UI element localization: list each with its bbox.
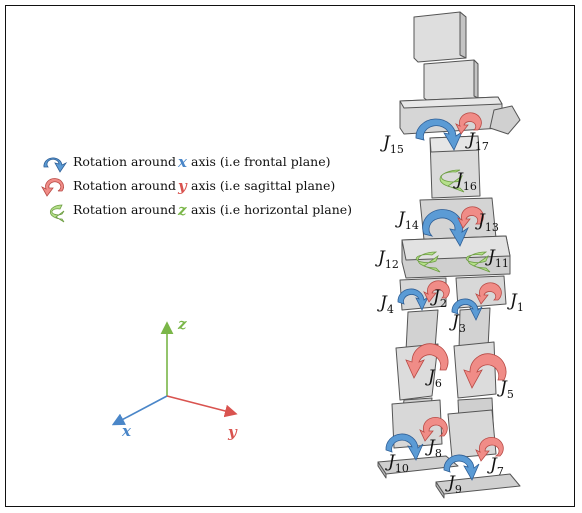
y-axis-arrow <box>166 395 238 418</box>
robot-body <box>377 11 521 499</box>
green-rotation-icon <box>439 169 465 193</box>
joint-label-8: J8 <box>425 437 442 460</box>
blue-rotation-icon <box>43 157 68 173</box>
joint-label-3: J3 <box>449 312 466 335</box>
red-rotation-icon <box>41 178 64 197</box>
joint-label-11: J11 <box>485 247 509 270</box>
robot-neck <box>423 59 479 102</box>
legend-prefix: Rotation around <box>73 154 176 169</box>
joint-label-5: J5 <box>497 378 514 401</box>
joint-label-1: J1 <box>507 291 524 314</box>
red-rotation-icon <box>475 436 504 462</box>
joint-label-10: J10 <box>385 452 409 475</box>
joint-label-15: J15 <box>380 133 404 156</box>
legend-row-x: Rotation around x axis (i.e frontal plan… <box>43 153 331 173</box>
blue-rotation-icon <box>443 454 480 481</box>
green-rotation-icon <box>50 204 65 223</box>
red-rotation-icon <box>463 353 507 389</box>
blue-rotation-icon <box>422 209 469 247</box>
red-rotation-icon <box>455 112 482 135</box>
legend-row-z: Rotation around z axis (i.e horizontal p… <box>50 201 352 223</box>
red-rotation-icon <box>419 416 448 442</box>
legend-axis-z: z <box>177 201 187 219</box>
blue-rotation-icon <box>385 433 424 461</box>
joint-label-13: J13 <box>475 211 499 234</box>
joint-label-17: J17 <box>465 130 489 153</box>
legend-axis-x: x <box>177 153 188 171</box>
red-rotation-icon <box>423 280 450 303</box>
joint-label-12: J12 <box>375 248 399 271</box>
legend-row-y: Rotation around y axis (i.e sagittal pla… <box>41 177 335 197</box>
joint-label-2: J2 <box>430 287 447 310</box>
joint-label-14: J14 <box>395 209 419 232</box>
z-axis-label: z <box>177 315 187 333</box>
legend-suffix: axis (i.e frontal plane) <box>191 154 331 169</box>
green-rotation-icon <box>415 251 441 273</box>
legend-suffix: axis (i.e sagittal plane) <box>191 178 335 193</box>
green-rotation-icon <box>465 251 491 273</box>
red-rotation-icon <box>405 343 449 379</box>
legend-suffix: axis (i.e horizontal plane) <box>191 202 352 217</box>
legend-prefix: Rotation around <box>73 178 176 193</box>
joint-labels: J15 J17 J16 J14 J13 J12 J11 J4 J2 J3 J1 … <box>375 130 524 496</box>
joint-label-7: J7 <box>487 455 504 478</box>
joint-rotation-arrows <box>385 112 507 481</box>
y-axis-label: y <box>227 423 238 441</box>
joint-label-9: J9 <box>445 473 462 496</box>
red-rotation-icon <box>457 206 484 229</box>
coordinate-axes: z x y <box>111 315 238 441</box>
legend-prefix: Rotation around <box>73 202 176 217</box>
x-axis-arrow <box>111 395 168 426</box>
joint-label-16: J16 <box>453 170 477 193</box>
robot-arm <box>489 105 521 135</box>
joint-label-6: J6 <box>425 367 442 390</box>
blue-rotation-icon <box>451 298 483 321</box>
legend: Rotation around x axis (i.e frontal plan… <box>41 153 352 223</box>
joint-label-4: J4 <box>377 293 394 316</box>
red-rotation-icon <box>475 282 502 305</box>
x-axis-label: x <box>121 422 132 440</box>
robot-head <box>413 11 467 63</box>
legend-axis-y: y <box>177 177 188 195</box>
